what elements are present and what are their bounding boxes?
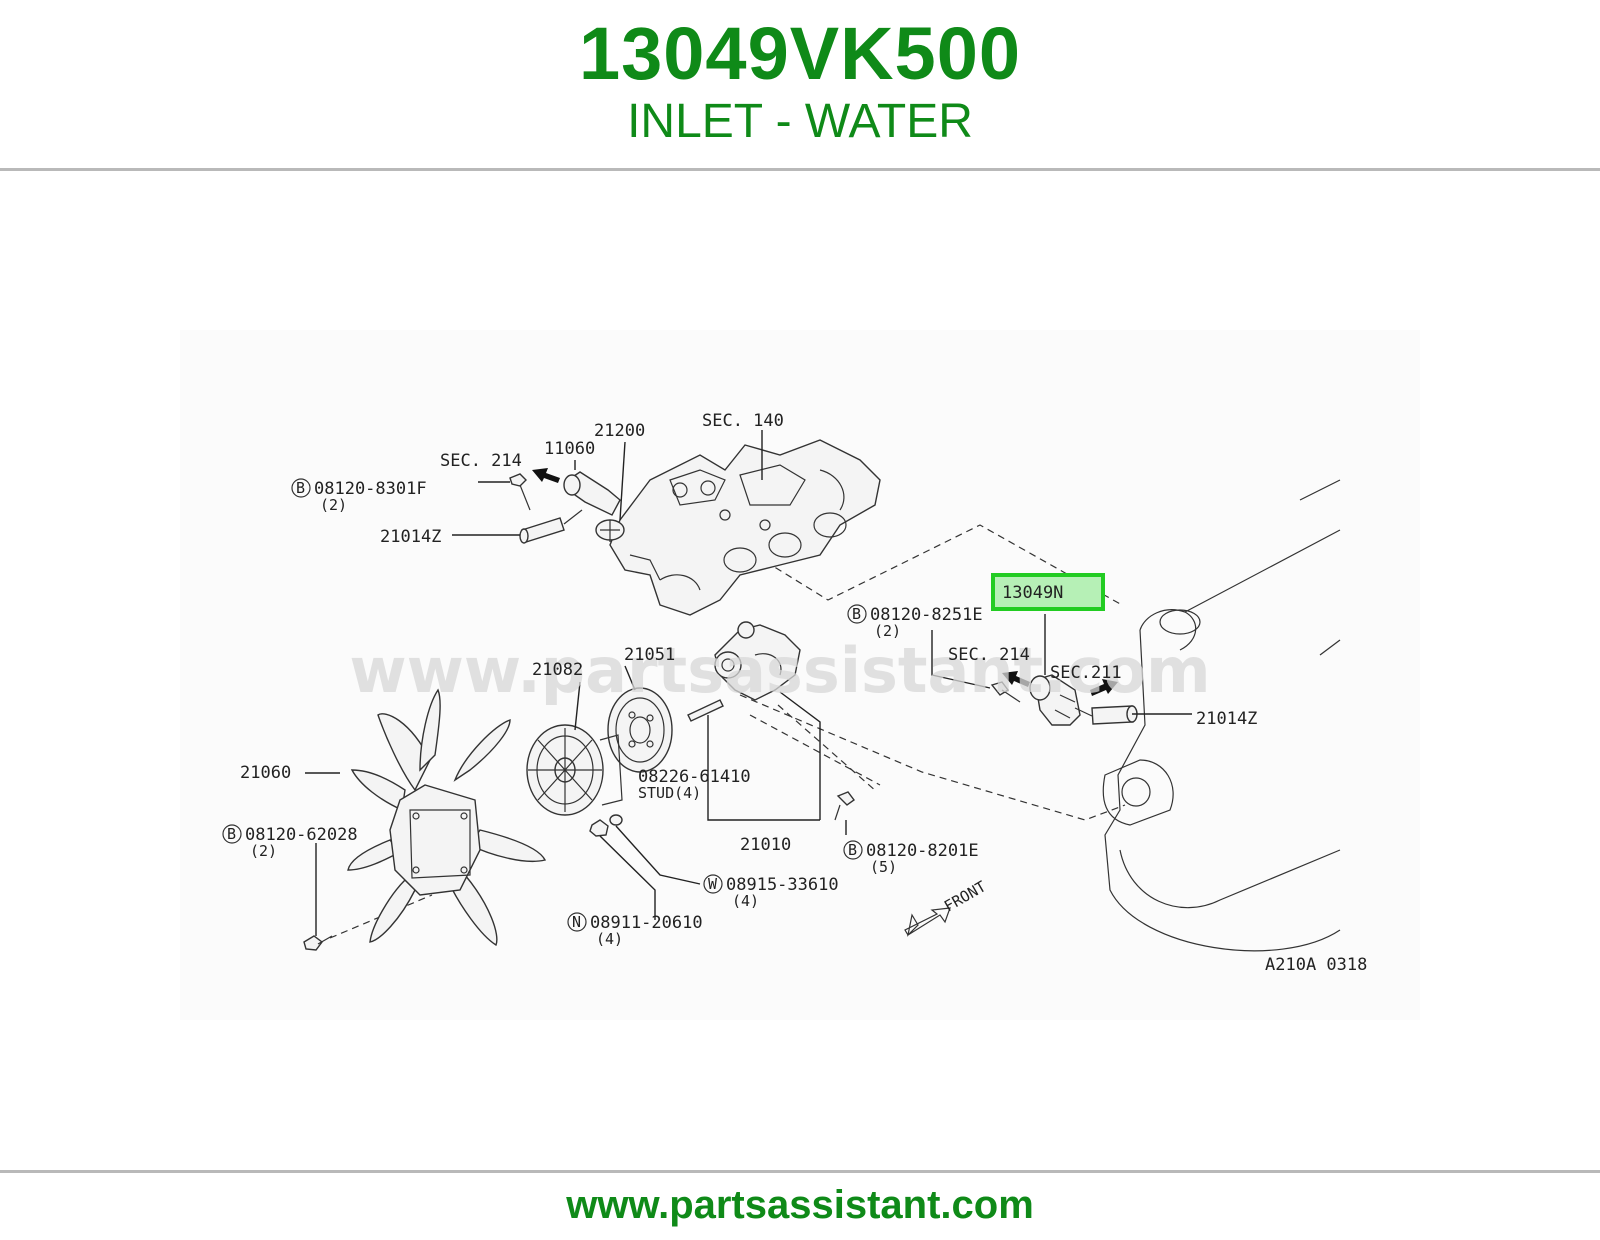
pulley-21051: [607, 687, 673, 773]
bolt-inlet: [990, 681, 1021, 703]
label-qty-nut: (4): [596, 930, 623, 948]
water-pump-21010: [714, 621, 801, 701]
label-11060: 11060: [544, 439, 595, 459]
label-21060: 21060: [240, 763, 291, 783]
leader-21200: [619, 441, 626, 521]
label-21014z-right: 21014Z: [1196, 709, 1257, 729]
label-qty-8301f: (2): [320, 496, 347, 514]
engine-block: [1102, 479, 1341, 952]
label-sec214-top: SEC. 214: [440, 451, 522, 471]
intake-manifold: [609, 439, 881, 616]
label-qty-8201e: (5): [870, 858, 897, 876]
water-inlet-13049n: [1029, 674, 1081, 726]
arrow-sec214-top: [532, 468, 560, 483]
dash-line-pump-lower: [749, 714, 881, 786]
hose-21014z-left: [519, 509, 583, 544]
label-21200: 21200: [594, 421, 645, 441]
bolt-symbol-8301f: [291, 478, 311, 498]
nut-08911-20610: [589, 819, 609, 837]
bolt-08120-62028: [303, 935, 333, 951]
diagram-code: A210A 0318: [1265, 955, 1367, 975]
label-21010: 21010: [740, 835, 791, 855]
dash-line-pump: [739, 694, 1126, 821]
part-number-title: 13049VK500: [578, 12, 1022, 95]
leader-21051: [624, 665, 636, 691]
label-nut: 08911-20610: [590, 913, 703, 933]
label-front: FRONT: [941, 877, 989, 915]
dash-line-manifold: [754, 524, 1123, 606]
label-stud: STUD(4): [638, 784, 701, 802]
dash-line-stud: [777, 704, 878, 793]
fan-21060: [347, 688, 547, 947]
label-sec140: SEC. 140: [702, 411, 784, 431]
leader-nut: [599, 835, 656, 920]
bolt-symbol-8251e: [847, 604, 867, 624]
leader-stud: [707, 715, 820, 821]
label-13049n: 13049N: [1002, 583, 1063, 603]
footer-url[interactable]: www.partsassistant.com: [566, 1183, 1034, 1227]
hose-21014z-right: [1074, 705, 1138, 725]
leader-8251e: [931, 630, 991, 689]
front-arrow: [904, 907, 951, 937]
arrow-sec211: [1090, 679, 1118, 696]
label-8301f: 08120-8301F: [314, 479, 427, 499]
leader-washer: [615, 825, 701, 885]
sym-w: W: [708, 875, 718, 893]
sym-b-8251e: B: [852, 605, 861, 623]
bolt-08120-8201e: [834, 791, 855, 821]
bolt-symbol-62028: [222, 824, 242, 844]
sym-b-8301f: B: [296, 479, 305, 497]
highlight-box: [181, 331, 182, 332]
label-21082: 21082: [532, 660, 583, 680]
label-stud-number: 08226-61410: [638, 767, 751, 787]
label-washer: 08915-33610: [726, 875, 839, 895]
parts-diagram-svg: www.partsassistant.com SEC. 140 21200 SE…: [181, 331, 1367, 975]
label-sec214-right: SEC. 214: [948, 645, 1030, 665]
label-qty-8251e: (2): [874, 622, 901, 640]
leader-21082: [574, 681, 581, 731]
water-outlet-11060: [563, 471, 621, 516]
label-8251e: 08120-8251E: [870, 605, 983, 625]
bolt-symbol-8201e: [843, 840, 863, 860]
fan-coupling-21082: [526, 724, 623, 816]
label-8201e: 08120-8201E: [866, 841, 979, 861]
label-sec211: SEC.211: [1050, 663, 1122, 683]
highlight-13049n: [991, 573, 1105, 611]
dash-line-fan-bolt: [329, 894, 433, 939]
part-name-subtitle: INLET - WATER: [627, 95, 973, 148]
thermostat-21200: [595, 519, 625, 542]
label-qty-62028: (2): [250, 842, 277, 860]
nut-symbol: [567, 912, 587, 932]
sym-b-8201e: B: [848, 841, 857, 859]
leader-21010: [779, 691, 821, 820]
bottom-divider: [0, 1170, 1600, 1173]
label-qty-washer: (4): [732, 892, 759, 910]
label-62028: 08120-62028: [245, 825, 358, 845]
arrow-sec214-right: [1002, 671, 1030, 687]
sym-n: N: [572, 913, 581, 931]
stud-08226-61410: [687, 699, 724, 722]
watermark: www.partsassistant.com: [349, 634, 1210, 707]
parts-diagram: www.partsassistant.com SEC. 140 21200 SE…: [180, 330, 1420, 1020]
bolt-top: [509, 473, 531, 511]
label-21051: 21051: [624, 645, 675, 665]
sym-b-62028: B: [227, 825, 236, 843]
washer-08915-33610: [609, 814, 623, 826]
header: 13049VK500 INLET - WATER: [0, 0, 1600, 168]
washer-symbol: [703, 874, 723, 894]
label-21014z-left: 21014Z: [380, 527, 441, 547]
top-divider: [0, 168, 1600, 171]
